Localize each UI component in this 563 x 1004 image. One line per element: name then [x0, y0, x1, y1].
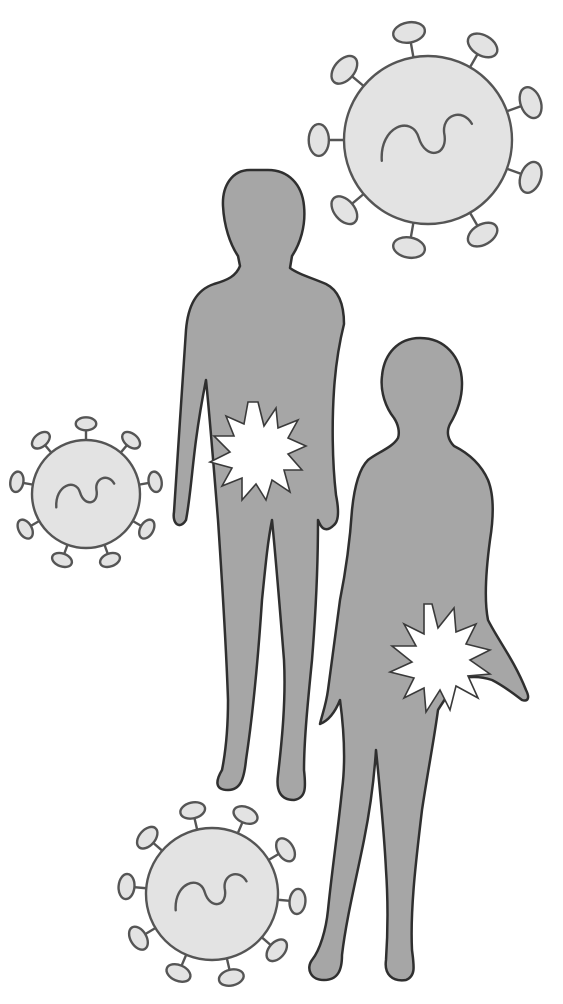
virus-spike-head	[147, 471, 163, 493]
virus-spike-stem	[352, 194, 364, 204]
virus-spike-head	[326, 191, 362, 228]
virus-spike-head	[263, 936, 291, 965]
virus-spike-stem	[145, 928, 155, 934]
virus-spike-head	[516, 84, 546, 121]
virus-spike-head	[288, 888, 306, 914]
virus-spike-head	[76, 417, 97, 430]
virus-spike-head	[29, 429, 53, 452]
virus-spike-head	[392, 20, 427, 45]
virus-spike-stem	[269, 854, 279, 860]
virus-spike-stem	[352, 76, 364, 86]
virus-capsid	[146, 828, 278, 960]
virus-spike-stem	[31, 521, 39, 526]
virus-spike-head	[9, 471, 25, 493]
virus-spike-head	[136, 517, 157, 541]
virus-spike-stem	[278, 900, 290, 901]
virus-spike-stem	[104, 545, 107, 554]
virus-particle-small	[118, 800, 307, 988]
virus-spike-stem	[194, 818, 197, 830]
virus-spike-stem	[121, 445, 127, 452]
virus-spike-head	[133, 823, 161, 852]
virus-spike-head	[272, 835, 298, 865]
virus-spike-stem	[507, 106, 521, 111]
virus-spike-head	[125, 923, 151, 953]
virus-spike-head	[231, 803, 260, 827]
virus-spike-stem	[182, 955, 187, 966]
virus-spike-stem	[45, 445, 51, 452]
virus-spike-head	[326, 51, 362, 88]
virus-spike-stem	[411, 42, 414, 57]
virus-spike-head	[217, 967, 245, 988]
virus-spike-stem	[470, 213, 478, 226]
virus-spike-head	[98, 550, 122, 569]
virus-spike-head	[118, 873, 136, 899]
virus-capsid	[32, 440, 140, 548]
virus-spike-stem	[134, 887, 146, 888]
virus-spike-stem	[227, 958, 230, 970]
virus-spike-stem	[64, 545, 67, 554]
virus-spike-head	[119, 429, 143, 452]
virus-spike-head	[464, 218, 502, 251]
virus-spike-stem	[133, 521, 141, 526]
virus-spike-stem	[139, 483, 149, 485]
virus-spike-head	[309, 124, 329, 156]
virus-spike-stem	[262, 937, 271, 945]
virus-spike-stem	[507, 169, 521, 174]
virus-spike-stem	[23, 483, 33, 485]
virus-spike-head	[464, 29, 502, 62]
virus-spike-head	[50, 550, 74, 569]
virus-spike-stem	[238, 822, 243, 833]
virus-particle-large	[309, 20, 546, 260]
virus-spike-stem	[470, 54, 478, 67]
virus-spike-head	[164, 961, 193, 985]
virus-particle-medium	[9, 417, 164, 569]
virus-spike-stem	[153, 843, 162, 851]
virus-capsid	[344, 56, 512, 224]
virus-spike-head	[516, 159, 546, 196]
virus-spike-stem	[411, 223, 414, 238]
virus-spike-head	[14, 517, 35, 541]
virus-spike-head	[392, 235, 427, 260]
virus-spike-head	[179, 800, 207, 821]
